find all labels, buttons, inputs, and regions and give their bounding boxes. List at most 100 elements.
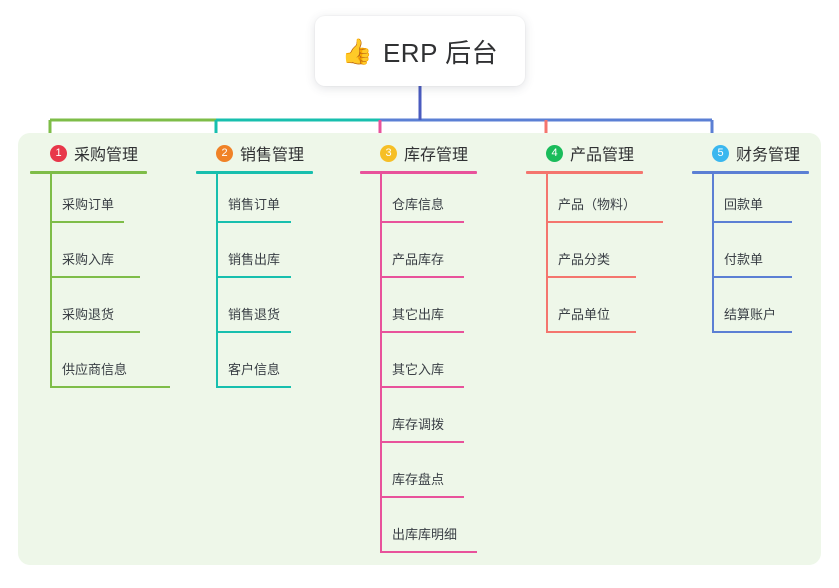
module-header-underline-1 xyxy=(30,171,147,174)
submodule-label: 出库库明细 xyxy=(392,527,458,542)
module-title-4: 产品管理 xyxy=(570,147,635,164)
module-badge-3: 3 xyxy=(380,144,397,162)
submodule-label: 产品库存 xyxy=(392,252,445,267)
submodule-label: 客户信息 xyxy=(228,362,281,377)
submodule-item[interactable]: 库存盘点 xyxy=(360,449,477,504)
submodule-item[interactable]: 采购订单 xyxy=(30,174,147,229)
module-header-underline-3 xyxy=(360,171,477,174)
submodule-underline xyxy=(380,331,464,333)
submodule-underline xyxy=(380,221,464,223)
submodule-item[interactable]: 销售出库 xyxy=(196,229,313,284)
submodule-item[interactable]: 其它入库 xyxy=(360,339,477,394)
submodule-underline xyxy=(546,221,663,223)
submodule-list-1: 采购订单采购入库采购退货供应商信息 xyxy=(30,174,170,394)
submodule-underline xyxy=(712,331,792,333)
module-header-underline-5 xyxy=(692,171,809,174)
module-header-1[interactable]: 1 采购管理 xyxy=(30,140,147,166)
submodule-underline xyxy=(712,276,792,278)
module-header-underline-4 xyxy=(526,171,643,174)
submodule-item[interactable]: 销售退货 xyxy=(196,284,313,339)
submodule-underline xyxy=(50,276,140,278)
module-title-3: 库存管理 xyxy=(404,147,469,164)
submodule-spine-2 xyxy=(216,174,218,388)
submodule-label: 库存盘点 xyxy=(392,472,445,487)
submodule-item[interactable]: 采购入库 xyxy=(30,229,147,284)
module-badge-4: 4 xyxy=(546,144,563,162)
submodule-item[interactable]: 产品分类 xyxy=(526,229,643,284)
module-title-2: 销售管理 xyxy=(240,147,305,164)
module-header-underline-2 xyxy=(196,171,313,174)
submodule-item[interactable]: 出库库明细 xyxy=(360,504,477,559)
submodule-item[interactable]: 结算账户 xyxy=(692,284,809,339)
module-header-4[interactable]: 4 产品管理 xyxy=(526,140,643,166)
submodule-underline xyxy=(712,221,792,223)
module-header-3[interactable]: 3 库存管理 xyxy=(360,140,477,166)
submodule-item[interactable]: 付款单 xyxy=(692,229,809,284)
module-badge-2: 2 xyxy=(216,144,233,162)
submodule-underline xyxy=(50,331,140,333)
submodule-label: 回款单 xyxy=(724,197,764,212)
submodule-item[interactable]: 产品单位 xyxy=(526,284,643,339)
submodule-label: 产品（物料） xyxy=(558,197,637,212)
module-badge-5: 5 xyxy=(712,144,729,162)
submodule-underline xyxy=(50,386,170,388)
submodule-item[interactable]: 采购退货 xyxy=(30,284,147,339)
submodule-underline xyxy=(216,386,291,388)
submodule-underline xyxy=(50,221,124,223)
submodule-label: 产品分类 xyxy=(558,252,611,267)
module-column-2: 2 销售管理销售订单销售出库销售退货客户信息 xyxy=(196,140,313,394)
module-badge-1: 1 xyxy=(50,144,67,162)
submodule-list-3: 仓库信息产品库存其它出库其它入库库存调拨库存盘点出库库明细 xyxy=(360,174,477,559)
submodule-label: 仓库信息 xyxy=(392,197,445,212)
submodule-item[interactable]: 其它出库 xyxy=(360,284,477,339)
root-node-card[interactable]: 👍 ERP 后台 xyxy=(315,16,525,86)
root-node-title: ERP 后台 xyxy=(382,37,499,68)
module-header-5[interactable]: 5 财务管理 xyxy=(692,140,809,166)
module-column-4: 4 产品管理产品（物料） 产品分类产品单位 xyxy=(526,140,663,339)
submodule-underline xyxy=(380,386,464,388)
submodule-label: 采购退货 xyxy=(62,307,115,322)
submodule-item[interactable]: 回款单 xyxy=(692,174,809,229)
submodule-item[interactable]: 产品库存 xyxy=(360,229,477,284)
submodule-item[interactable]: 供应商信息 xyxy=(30,339,170,394)
submodule-label: 销售出库 xyxy=(228,252,281,267)
submodule-underline xyxy=(380,496,464,498)
submodule-list-5: 回款单付款单结算账户 xyxy=(692,174,809,339)
submodule-underline xyxy=(380,276,464,278)
submodule-list-4: 产品（物料） 产品分类产品单位 xyxy=(526,174,663,339)
submodule-underline xyxy=(216,331,291,333)
submodule-spine-1 xyxy=(50,174,52,388)
submodule-spine-4 xyxy=(546,174,548,333)
submodule-item[interactable]: 产品（物料） xyxy=(526,174,663,229)
submodule-label: 销售订单 xyxy=(228,197,281,212)
submodule-item[interactable]: 销售订单 xyxy=(196,174,313,229)
submodule-label: 采购入库 xyxy=(62,252,115,267)
submodule-item[interactable]: 库存调拨 xyxy=(360,394,477,449)
submodule-label: 结算账户 xyxy=(724,307,777,322)
submodule-list-2: 销售订单销售出库销售退货客户信息 xyxy=(196,174,313,394)
submodule-label: 库存调拨 xyxy=(392,417,445,432)
module-column-3: 3 库存管理仓库信息产品库存其它出库其它入库库存调拨库存盘点出库库明细 xyxy=(360,140,477,559)
submodule-label: 其它入库 xyxy=(392,362,445,377)
submodule-underline xyxy=(216,221,291,223)
submodule-item[interactable]: 客户信息 xyxy=(196,339,313,394)
submodule-label: 供应商信息 xyxy=(62,362,128,377)
module-column-1: 1 采购管理采购订单采购入库采购退货供应商信息 xyxy=(30,140,170,394)
submodule-label: 采购订单 xyxy=(62,197,115,212)
module-column-5: 5 财务管理回款单付款单结算账户 xyxy=(692,140,809,339)
submodule-underline xyxy=(380,551,477,553)
submodule-underline xyxy=(546,331,636,333)
submodule-spine-3 xyxy=(380,174,382,553)
module-title-5: 财务管理 xyxy=(736,147,801,164)
submodule-spine-5 xyxy=(712,174,714,333)
submodule-label: 产品单位 xyxy=(558,307,611,322)
submodule-label: 其它出库 xyxy=(392,307,445,322)
module-title-1: 采购管理 xyxy=(74,147,139,164)
module-header-2[interactable]: 2 销售管理 xyxy=(196,140,313,166)
submodule-underline xyxy=(546,276,636,278)
thumbs-up-icon: 👍 xyxy=(341,36,373,66)
submodule-item[interactable]: 仓库信息 xyxy=(360,174,477,229)
submodule-label: 付款单 xyxy=(724,252,764,267)
modules-panel xyxy=(18,133,821,565)
